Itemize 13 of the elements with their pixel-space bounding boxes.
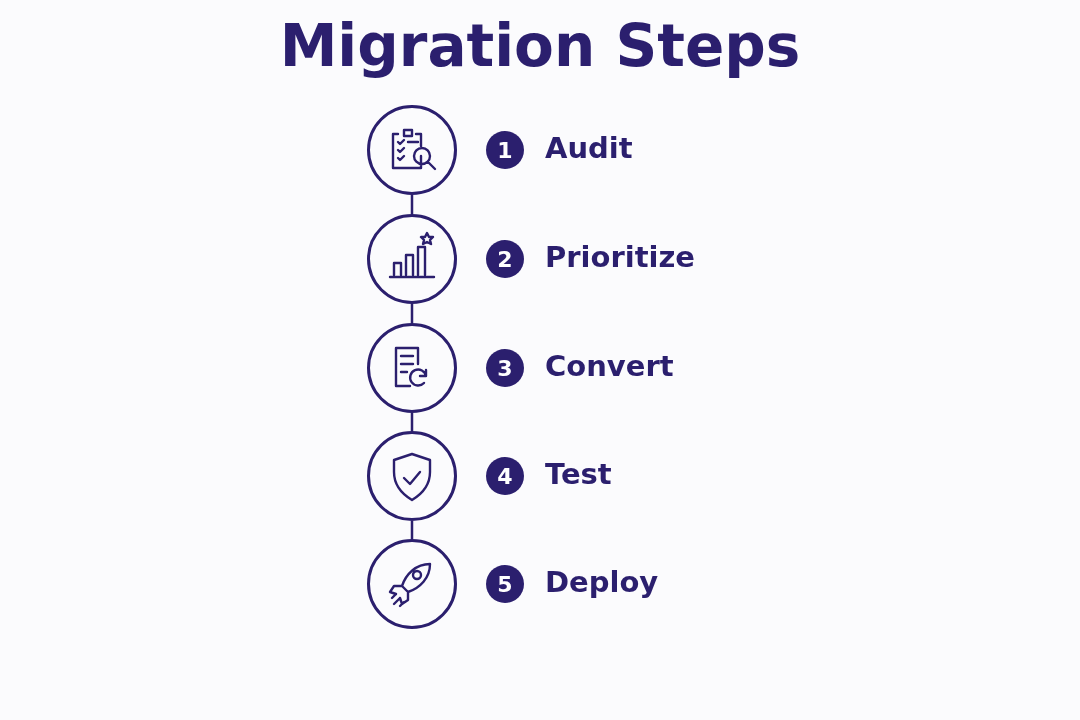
- step-label: Convert: [545, 348, 674, 384]
- step-label: Test: [545, 456, 612, 492]
- step-label: Deploy: [545, 564, 659, 600]
- step-number-badge: 5: [486, 565, 524, 603]
- step-number-badge: 4: [486, 457, 524, 495]
- step-number-badge: 2: [486, 240, 524, 278]
- step-label: Audit: [545, 130, 633, 166]
- connector-line: [410, 195, 414, 214]
- step-number-badge: 1: [486, 131, 524, 169]
- title: Migration Steps: [278, 12, 802, 80]
- connector-line: [410, 304, 414, 323]
- step-label: Prioritize: [545, 239, 695, 275]
- step-number-badge: 3: [486, 349, 524, 387]
